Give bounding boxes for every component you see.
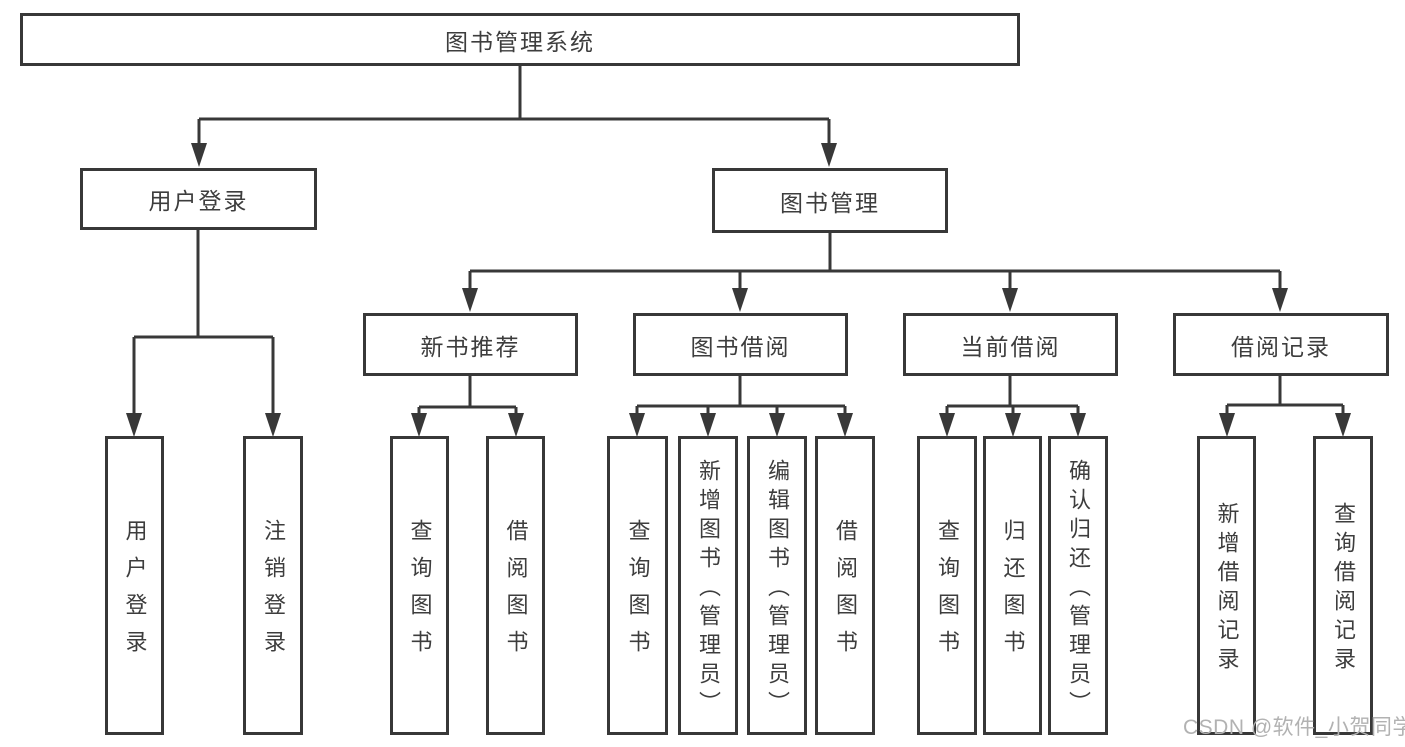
leaf-label: 查询图书: [407, 519, 433, 667]
leaf-label: 借阅图书: [833, 519, 858, 667]
leaf-return-books: 归还图书: [983, 436, 1042, 735]
leaf-label: 注销登录: [261, 519, 286, 667]
leaf-confirm-return-admin: 确认归还（管理员）: [1048, 436, 1108, 735]
page-title: 图书管理系统: [445, 28, 595, 55]
leaf-label: 确认归还（管理员）: [1066, 458, 1091, 720]
leaf-query-borrow-record: 查询借阅记录: [1313, 436, 1373, 735]
leaf-borrow-books-recommend: 借阅图书: [486, 436, 545, 735]
leaf-label: 编辑图书（管理员）: [765, 458, 790, 720]
leaf-label: 借阅图书: [503, 519, 529, 667]
leaf-label: 用户登录: [122, 519, 148, 667]
leaf-edit-books-admin: 编辑图书（管理员）: [747, 436, 807, 735]
leaf-label: 查询图书: [625, 519, 651, 667]
leaf-user-login: 用户登录: [105, 436, 164, 735]
node-label: 新书推荐: [420, 333, 521, 360]
leaf-label: 新增图书（管理员）: [696, 458, 721, 720]
node-current-borrowing: 当前借阅: [903, 313, 1118, 376]
leaf-label: 查询图书: [935, 519, 960, 667]
leaf-label: 归还图书: [1000, 519, 1026, 667]
watermark-text: CSDN @软件_小贺同学: [1183, 716, 1405, 739]
node-label: 图书管理: [780, 189, 880, 216]
node-new-book-recommendation: 新书推荐: [363, 313, 578, 376]
node-label: 当前借阅: [960, 333, 1061, 360]
leaf-label: 新增借阅记录: [1214, 502, 1240, 676]
node-book-management: 图书管理: [712, 168, 948, 233]
node-label: 借阅记录: [1231, 333, 1331, 360]
node-label: 图书借阅: [690, 333, 791, 360]
leaf-query-books-current: 查询图书: [917, 436, 977, 735]
node-book-borrowing: 图书借阅: [633, 313, 848, 376]
node-label: 用户登录: [148, 188, 249, 214]
leaf-add-borrow-record: 新增借阅记录: [1197, 436, 1256, 735]
leaf-query-books-borrow: 查询图书: [607, 436, 668, 735]
node-borrowing-records: 借阅记录: [1173, 313, 1389, 376]
node-user-login: 用户登录: [80, 168, 317, 230]
leaf-borrow-books: 借阅图书: [815, 436, 875, 735]
leaf-label: 查询借阅记录: [1331, 502, 1356, 676]
leaf-logout: 注销登录: [243, 436, 303, 735]
leaf-query-books-recommend: 查询图书: [390, 436, 449, 735]
leaf-add-books-admin: 新增图书（管理员）: [678, 436, 738, 735]
node-library-management-system: 图书管理系统: [20, 13, 1020, 66]
